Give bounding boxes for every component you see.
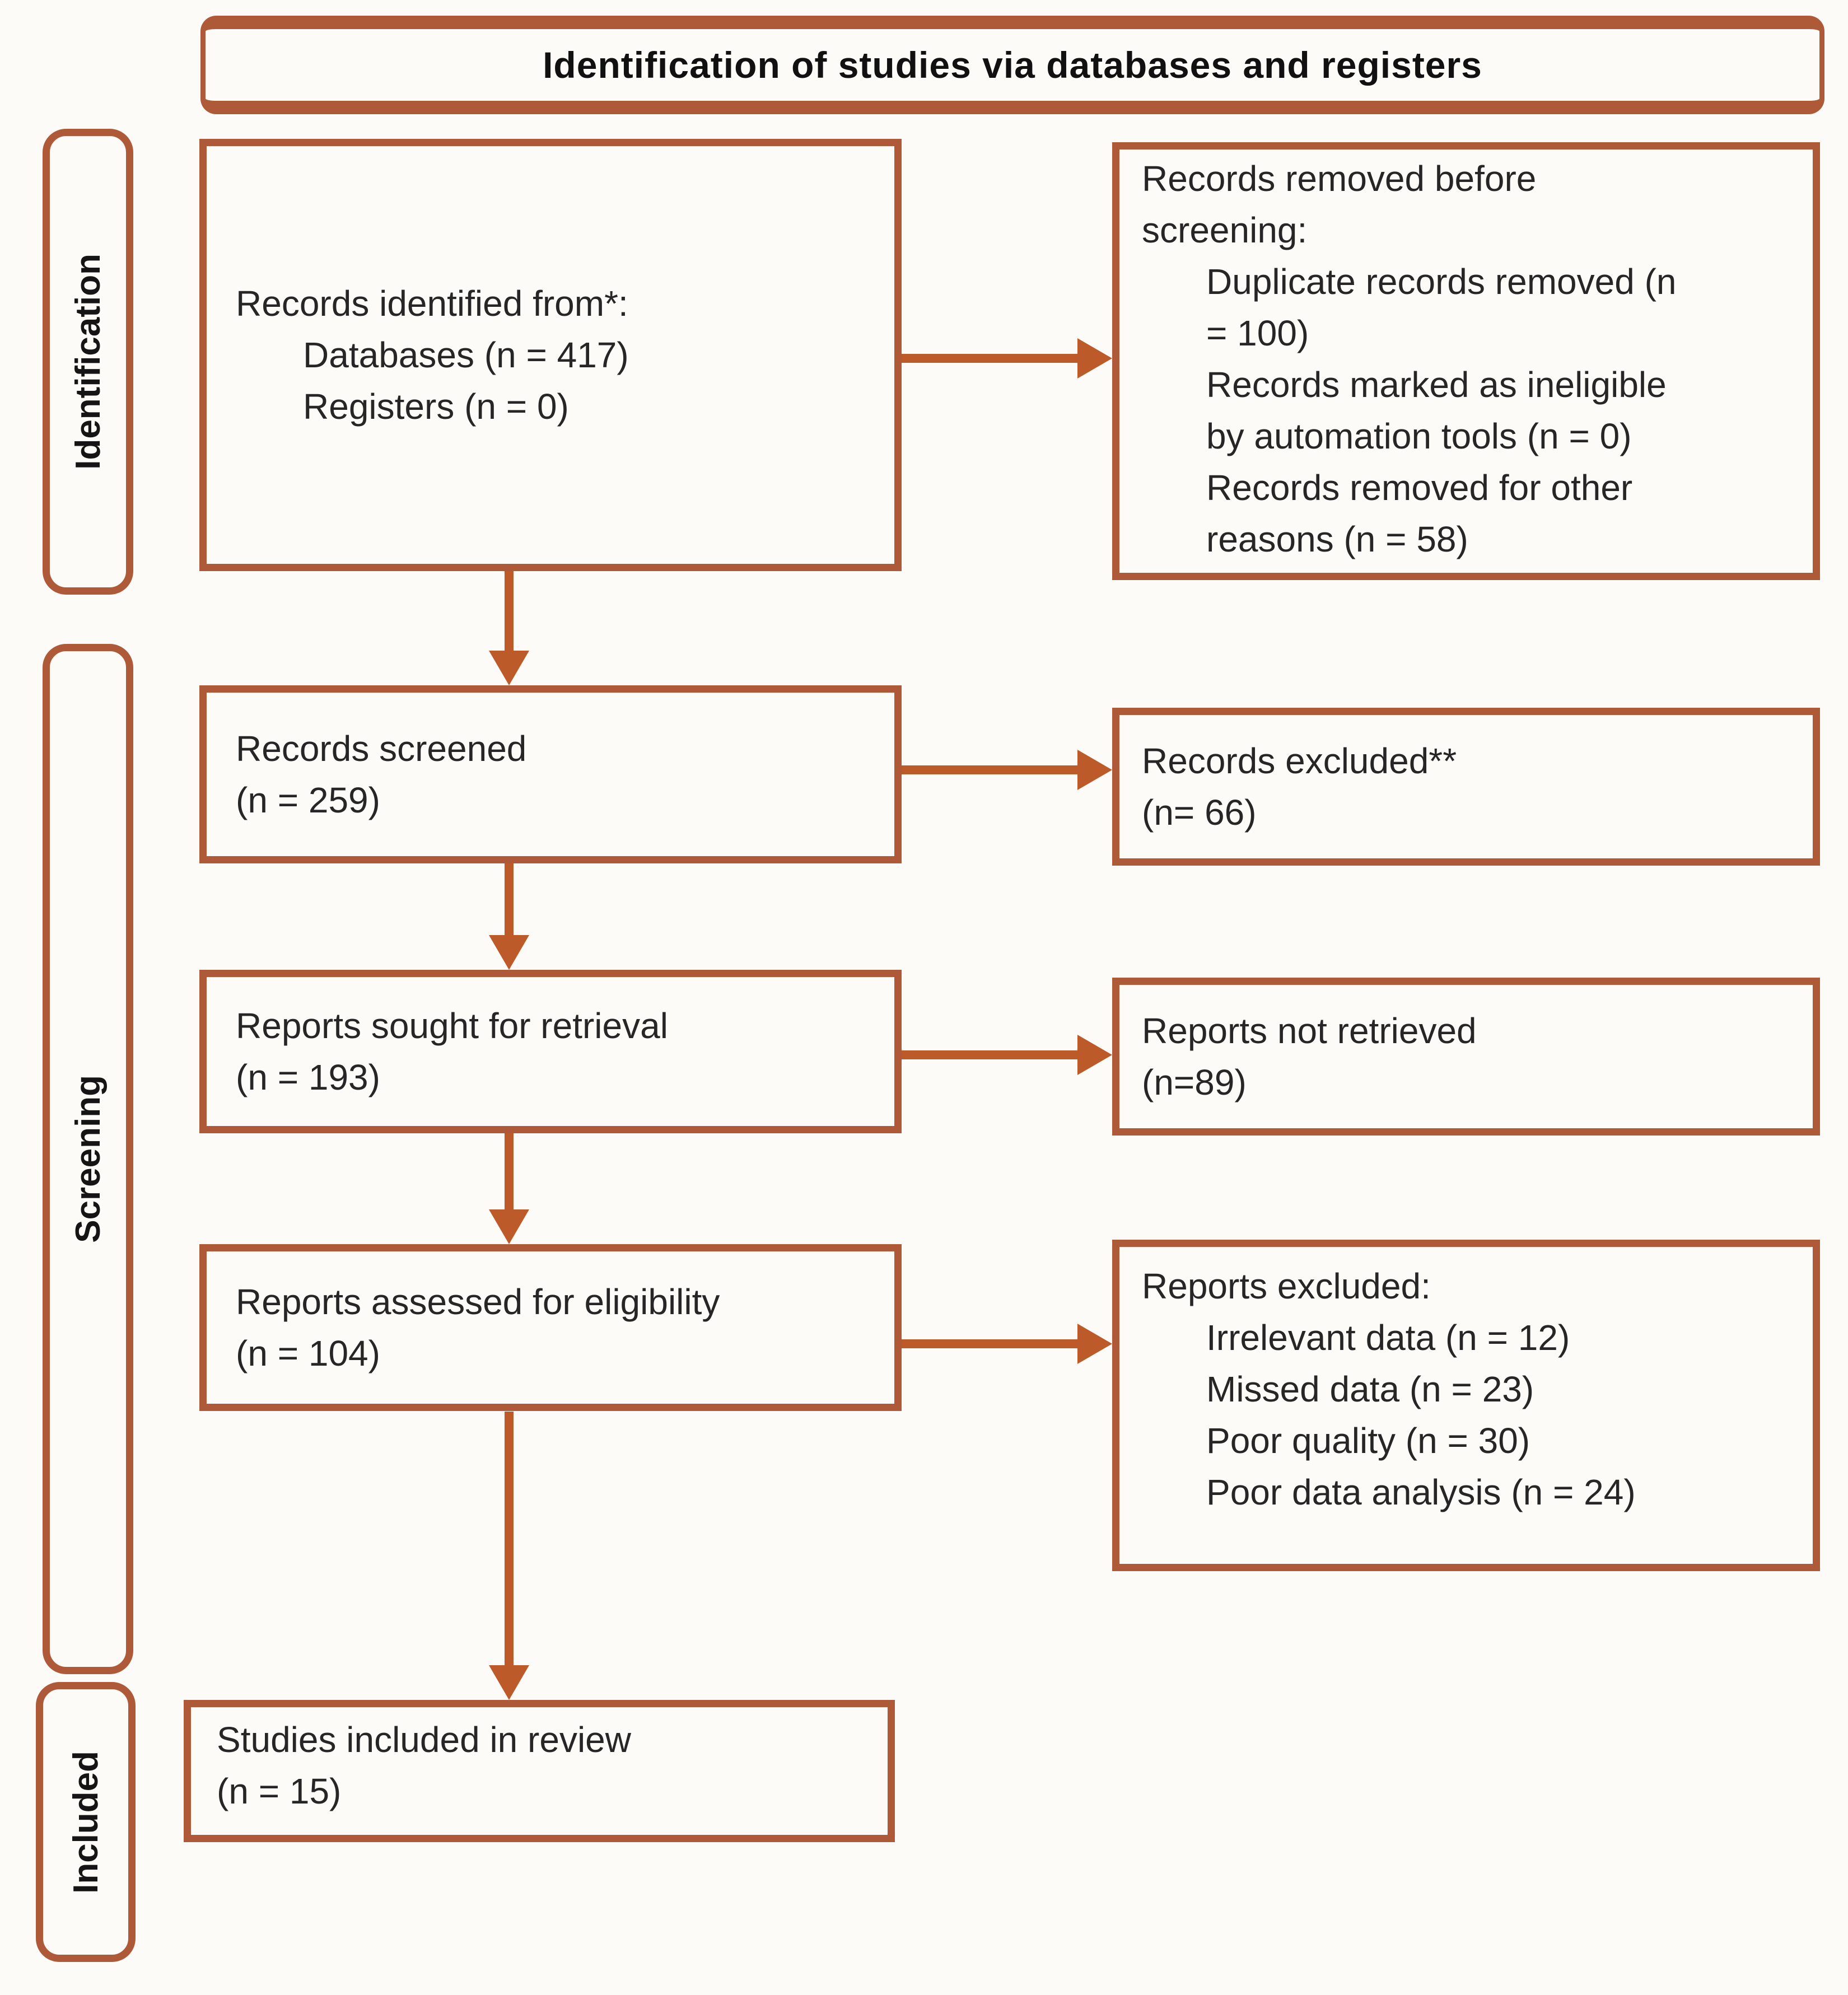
- reports-excluded-item: Poor data analysis (n = 24): [1206, 1472, 1636, 1512]
- reports-not-retrieved-count: (n=89): [1142, 1062, 1247, 1102]
- records-removed-item: Records marked as ineligible by automati…: [1206, 365, 1667, 456]
- arrow-right-icon: [1077, 1324, 1112, 1364]
- records-removed-item: Duplicate records removed (n = 100): [1206, 261, 1677, 353]
- arrow-down-icon: [489, 935, 529, 970]
- records-excluded-label: Records excluded**: [1142, 741, 1457, 781]
- box-reports-excluded: Reports excluded: Irrelevant data (n = 1…: [1112, 1240, 1820, 1571]
- arrow-shaft: [902, 1339, 1080, 1348]
- arrow-shaft: [505, 863, 514, 937]
- reports-excluded-item: Irrelevant data (n = 12): [1206, 1317, 1570, 1358]
- header-box: Identification of studies via databases …: [200, 16, 1824, 114]
- box-reports-not-retrieved: Reports not retrieved (n=89): [1112, 978, 1820, 1136]
- box-reports-assessed: Reports assessed for eligibility (n = 10…: [199, 1244, 902, 1411]
- box-records-excluded: Records excluded** (n= 66): [1112, 708, 1820, 866]
- reports-excluded-item: Missed data (n = 23): [1206, 1369, 1534, 1409]
- reports-assessed-label: Reports assessed for eligibility: [236, 1282, 720, 1322]
- box-records-identified: Records identified from*: Databases (n =…: [199, 139, 902, 571]
- records-screened-label: Records screened: [236, 728, 527, 769]
- records-excluded-count: (n= 66): [1142, 792, 1257, 833]
- stage-label-identification: Identification: [68, 254, 108, 470]
- box-records-removed: Records removed before screening: Duplic…: [1112, 142, 1820, 580]
- stage-label-included: Included: [66, 1750, 105, 1894]
- arrow-shaft: [505, 571, 514, 653]
- records-removed-heading: Records removed before screening:: [1142, 158, 1537, 250]
- arrow-shaft: [902, 1050, 1080, 1059]
- arrow-shaft: [505, 1412, 514, 1667]
- arrow-down-icon: [489, 651, 529, 685]
- arrow-right-icon: [1077, 338, 1112, 379]
- reports-sought-label: Reports sought for retrieval: [236, 1006, 668, 1046]
- studies-included-count: (n = 15): [217, 1771, 342, 1811]
- reports-assessed-count: (n = 104): [236, 1333, 380, 1373]
- stage-box-included: Included: [36, 1682, 136, 1962]
- records-removed-item: Records removed for other reasons (n = 5…: [1206, 468, 1633, 559]
- arrow-right-icon: [1077, 750, 1112, 790]
- reports-sought-count: (n = 193): [236, 1057, 380, 1097]
- arrow-shaft: [505, 1133, 514, 1212]
- arrow-down-icon: [489, 1209, 529, 1244]
- stage-label-screening: Screening: [68, 1075, 108, 1243]
- stage-box-screening: Screening: [43, 644, 133, 1674]
- reports-not-retrieved-label: Reports not retrieved: [1142, 1011, 1477, 1051]
- reports-excluded-heading: Reports excluded:: [1142, 1266, 1431, 1306]
- arrow-shaft: [902, 354, 1080, 363]
- studies-included-label: Studies included in review: [217, 1720, 631, 1760]
- arrow-shaft: [902, 765, 1080, 774]
- box-studies-included: Studies included in review (n = 15): [184, 1700, 895, 1842]
- records-screened-count: (n = 259): [236, 780, 380, 820]
- stage-box-identification: Identification: [43, 129, 133, 595]
- box-reports-sought: Reports sought for retrieval (n = 193): [199, 970, 902, 1133]
- records-identified-item: Databases (n = 417): [303, 335, 629, 375]
- reports-excluded-item: Poor quality (n = 30): [1206, 1421, 1530, 1461]
- arrow-right-icon: [1077, 1035, 1112, 1075]
- page-title: Identification of studies via databases …: [543, 44, 1482, 86]
- arrow-down-icon: [489, 1665, 529, 1700]
- records-identified-heading: Records identified from*:: [236, 283, 628, 324]
- box-records-screened: Records screened (n = 259): [199, 685, 902, 863]
- records-identified-item: Registers (n = 0): [303, 386, 569, 427]
